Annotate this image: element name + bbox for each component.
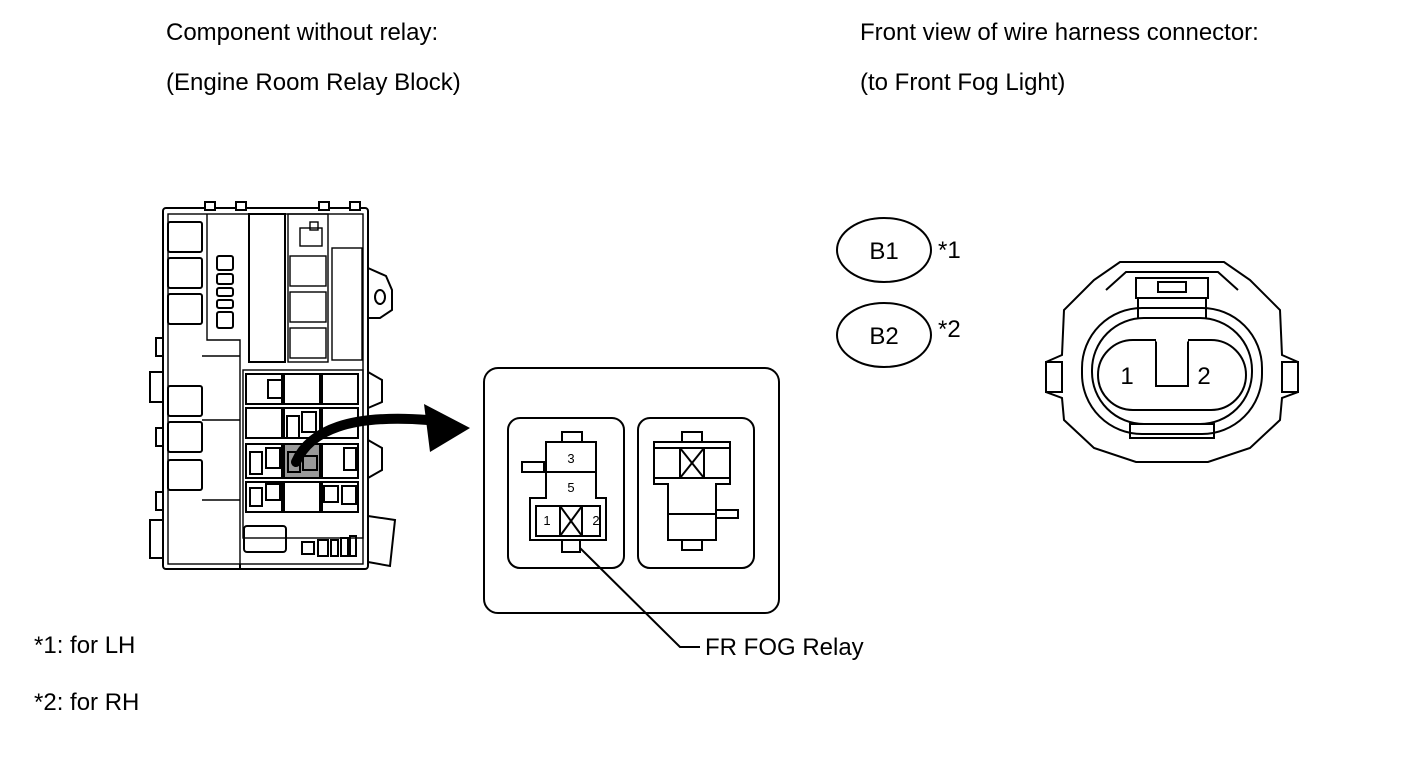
terminal-5: 5 (567, 480, 574, 495)
right-heading-line2: (to Front Fog Light) (860, 69, 1066, 96)
connector-note-ref-1: *1 (938, 237, 961, 264)
connector-code-b2-label: B2 (869, 323, 898, 350)
footnote-lh: *1: for LH (34, 632, 136, 659)
terminal-3: 3 (567, 451, 574, 466)
left-heading-line2: (Engine Room Relay Block) (166, 69, 461, 96)
terminal-2: 2 (592, 513, 599, 528)
connector-code-b1-label: B1 (869, 238, 898, 265)
relay-block-drawing (149, 201, 397, 570)
pointer-arrow (291, 404, 470, 467)
connector-note-ref-2: *2 (938, 316, 961, 343)
harness-connector-drawing (1045, 261, 1299, 463)
left-heading-line1: Component without relay: (166, 19, 439, 46)
connector-code-b2 (836, 302, 932, 368)
harness-pin-2: 2 (1197, 363, 1210, 390)
fr-fog-relay-label: FR FOG Relay (705, 634, 864, 661)
footnote-rh: *2: for RH (34, 689, 140, 716)
right-heading-line1: Front view of wire harness connector: (860, 19, 1259, 46)
harness-pin-1: 1 (1120, 363, 1133, 390)
connector-code-b1 (836, 217, 932, 283)
terminal-1: 1 (543, 513, 550, 528)
relay-closeup (483, 367, 780, 648)
